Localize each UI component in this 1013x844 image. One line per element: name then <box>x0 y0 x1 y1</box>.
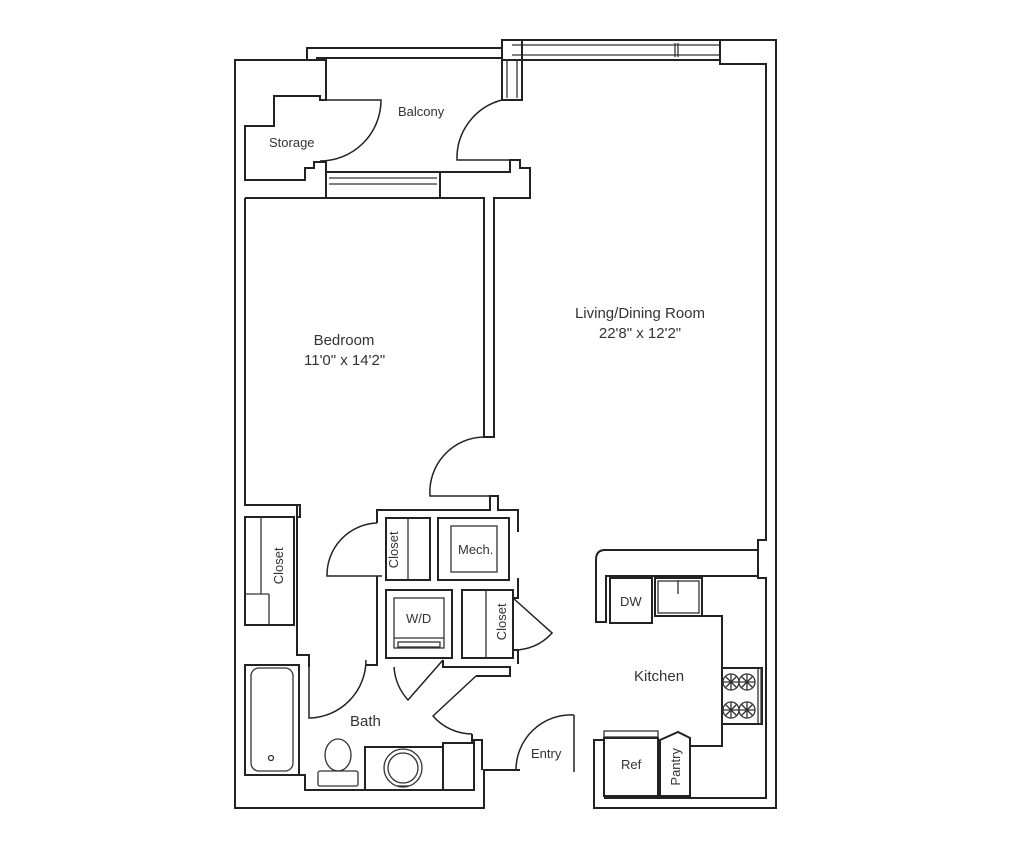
room-label-closet-mid: Closet <box>386 531 402 569</box>
outer-walls <box>234 39 777 809</box>
kitchen-fixtures <box>593 549 763 797</box>
room-label-pantry: Pantry <box>668 748 684 786</box>
living-room-name: Living/Dining Room <box>574 305 706 322</box>
room-label-bath: Bath <box>350 713 381 730</box>
room-label-storage: Storage <box>269 135 315 150</box>
bedroom-name: Bedroom <box>313 332 375 349</box>
living-room-dimensions: 22'8" x 12'2" <box>598 324 682 342</box>
room-label-bedroom: Bedroom 11'0" x 14'2" <box>304 331 386 370</box>
room-label-closet-right: Closet <box>494 603 510 641</box>
room-label-kitchen: Kitchen <box>634 668 685 685</box>
room-label-entry: Entry <box>531 746 562 761</box>
room-label-living: Living/Dining Room 22'8" x 12'2" <box>565 304 715 343</box>
bath-fixtures <box>244 664 483 791</box>
bedroom-dimensions: 11'0" x 14'2" <box>304 351 386 369</box>
appliance-label-dw: DW <box>620 594 642 609</box>
stove-burners-icon <box>722 673 756 719</box>
utility-core <box>244 495 519 677</box>
doors <box>308 99 575 772</box>
room-label-balcony: Balcony <box>398 104 445 119</box>
room-label-wd: W/D <box>406 611 432 626</box>
room-label-mech: Mech. <box>458 542 494 557</box>
room-label-closet-left: Closet <box>271 547 287 585</box>
appliance-label-ref: Ref <box>621 757 642 772</box>
